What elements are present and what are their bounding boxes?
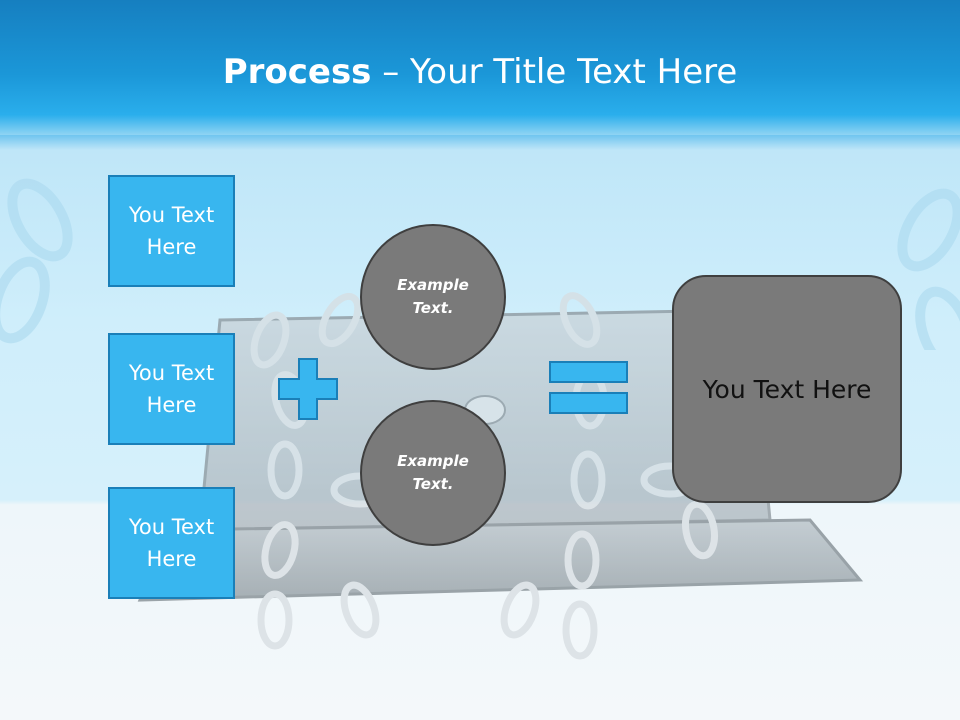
example-circle-2-line1: Example [397,452,469,470]
title-rest: – Your Title Text Here [371,52,738,92]
text-box-1-line2: Here [146,235,197,259]
text-box-2-line2: Here [146,393,197,417]
example-circle-1-line2: Text. [412,299,454,317]
background-chain-graphic [0,178,960,350]
plus-icon [278,358,338,420]
result-box: You Text Here [672,275,902,503]
text-box-2-line1: You Text [128,361,215,385]
example-circle-2-line2: Text. [412,475,454,493]
equals-icon [549,361,628,414]
text-box-3-line1: You Text [128,515,215,539]
title-band [0,0,960,135]
result-box-text: You Text Here [702,374,872,404]
example-circle-1-line1: Example [397,276,469,294]
text-box-1-line1: You Text [128,203,215,227]
text-box-3-line2: Here [146,547,197,571]
slide-title: Process – Your Title Text Here [0,52,960,92]
title-bold: Process [222,52,372,92]
